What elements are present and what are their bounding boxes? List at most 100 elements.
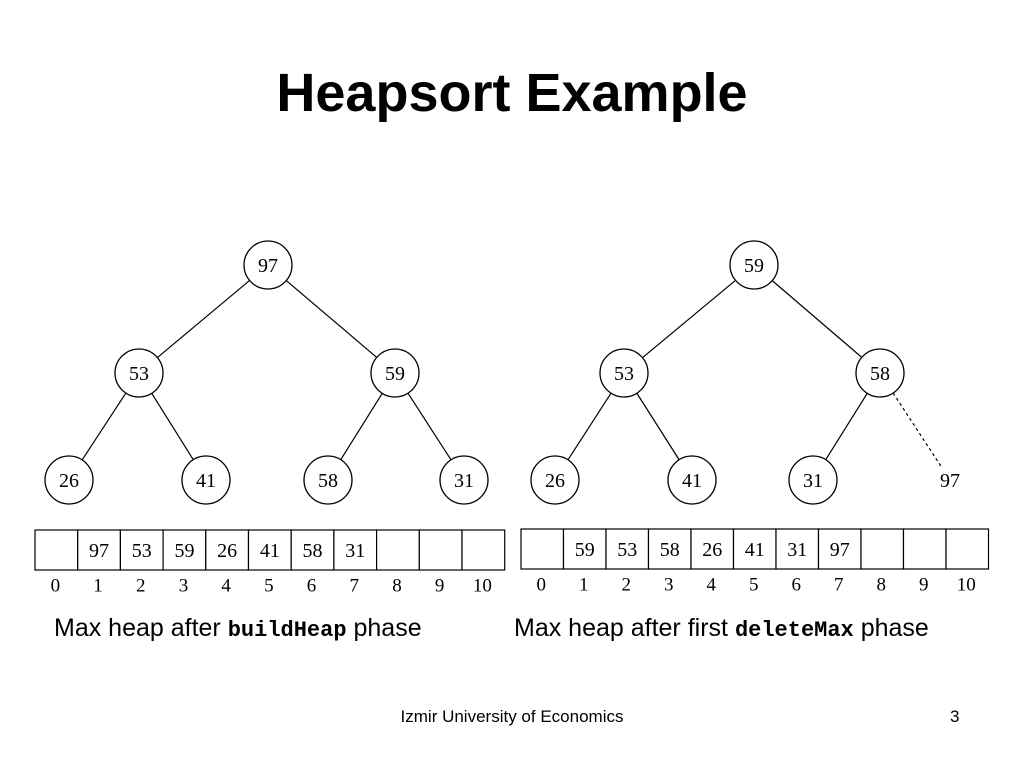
right-node-label: 59 xyxy=(744,255,764,277)
right-array-index: 4 xyxy=(707,575,717,596)
right-tree-edge xyxy=(771,280,863,358)
right-array-index: 6 xyxy=(792,575,802,596)
right-array-cell xyxy=(775,528,820,570)
left-array-cell xyxy=(77,529,121,571)
left-tree-node xyxy=(114,348,164,398)
left-array-value: 26 xyxy=(217,540,237,562)
right-array-index: 8 xyxy=(877,575,887,596)
right-array-cell xyxy=(732,528,777,570)
left-array-cell xyxy=(461,529,506,571)
right-tree-edge xyxy=(567,392,612,461)
right-array-index: 1 xyxy=(579,575,589,596)
left-array-index: 5 xyxy=(264,576,274,597)
right-tree-node xyxy=(855,348,905,398)
left-array-value: 97 xyxy=(89,540,109,562)
right-tree-edge xyxy=(636,392,680,461)
right-array-cell xyxy=(562,528,607,570)
left-tree-node xyxy=(243,240,293,290)
right-tree-edge xyxy=(825,393,868,460)
right-array-index: 9 xyxy=(919,575,929,596)
right-array-value: 31 xyxy=(787,539,807,561)
caption-right-suffix: phase xyxy=(853,614,929,642)
left-array-index: 2 xyxy=(136,576,146,597)
left-tree-edge xyxy=(340,393,383,460)
left-array-index: 8 xyxy=(392,576,402,597)
left-tree-edge xyxy=(407,392,452,461)
right-array-index: 2 xyxy=(622,575,632,596)
right-node-label: 53 xyxy=(614,363,634,385)
right-tree-node xyxy=(788,455,838,505)
left-tree-edge xyxy=(285,280,378,358)
right-node-label: 41 xyxy=(682,470,702,492)
right-node-label: 31 xyxy=(803,470,823,492)
left-array-value: 53 xyxy=(132,540,152,562)
caption-left-suffix: phase xyxy=(346,614,422,642)
left-array-index: 0 xyxy=(51,576,61,597)
left-array-index: 1 xyxy=(93,576,103,597)
left-tree-edge xyxy=(151,393,194,460)
left-array-index: 4 xyxy=(221,576,231,597)
right-array-value: 53 xyxy=(617,539,637,561)
left-array-cell xyxy=(162,529,207,571)
right-array-cell xyxy=(647,528,692,570)
right-array-cell xyxy=(860,528,905,570)
right-array-value: 97 xyxy=(830,539,850,561)
right-array-cell xyxy=(520,528,565,570)
caption-right-prefix: Max heap after first xyxy=(514,614,735,642)
caption-right-code: deleteMax xyxy=(734,618,854,643)
right-array-value: 58 xyxy=(660,539,680,561)
left-array-index: 7 xyxy=(350,576,360,597)
left-node-label: 41 xyxy=(196,470,216,492)
right-array-index: 5 xyxy=(749,575,759,596)
right-array-index: 0 xyxy=(537,575,547,596)
left-array-index: 3 xyxy=(179,576,189,597)
right-array-value: 26 xyxy=(702,539,722,561)
left-node-label: 58 xyxy=(318,470,338,492)
left-tree-edge xyxy=(81,392,127,461)
right-node-label: 26 xyxy=(545,470,565,492)
footer-organization: Izmir University of Economics xyxy=(400,707,624,726)
left-tree-node xyxy=(181,455,231,505)
caption-left-code: buildHeap xyxy=(227,618,347,643)
right-tree-node xyxy=(667,455,717,505)
left-tree-edge xyxy=(157,279,250,359)
left-array-index: 10 xyxy=(473,576,492,597)
left-array-value: 31 xyxy=(345,540,365,562)
left-array-cell xyxy=(376,529,420,571)
left-array-cell xyxy=(34,529,79,571)
right-array-value: 59 xyxy=(575,539,595,561)
right-array-cell xyxy=(605,528,650,570)
right-tree-node xyxy=(729,240,779,290)
right-array-cell xyxy=(945,528,990,570)
left-array-value: 58 xyxy=(303,540,323,562)
left-array-index: 9 xyxy=(435,576,445,597)
left-tree-node xyxy=(44,455,94,505)
right-array-index: 7 xyxy=(834,575,844,596)
left-array-index: 6 xyxy=(307,576,317,597)
left-array-cell xyxy=(119,529,164,571)
caption-buildheap: Max heap after buildHeap phase xyxy=(54,614,422,643)
left-array-cell xyxy=(418,529,463,571)
right-removed-value: 97 xyxy=(940,470,960,492)
left-node-label: 26 xyxy=(59,470,79,492)
right-array-index: 10 xyxy=(957,575,976,596)
left-array-cell xyxy=(290,529,335,571)
right-removed-edge xyxy=(892,392,943,469)
right-tree-edge xyxy=(642,279,736,359)
left-node-label: 59 xyxy=(385,363,405,385)
page-number: 3 xyxy=(950,707,960,726)
right-node-label: 58 xyxy=(870,363,890,385)
right-array-cell xyxy=(902,528,947,570)
caption-deletemax: Max heap after first deleteMax phase xyxy=(514,614,929,643)
left-array-cell xyxy=(205,529,250,571)
right-array-cell xyxy=(817,528,862,570)
slide-title: Heapsort Example xyxy=(276,63,748,123)
right-tree-node xyxy=(599,348,649,398)
left-array-value: 59 xyxy=(174,540,194,562)
caption-left-prefix: Max heap after xyxy=(54,614,228,642)
left-node-label: 97 xyxy=(258,255,278,277)
right-array-value: 41 xyxy=(745,539,765,561)
left-tree-node xyxy=(303,455,353,505)
right-tree-node xyxy=(530,455,580,505)
